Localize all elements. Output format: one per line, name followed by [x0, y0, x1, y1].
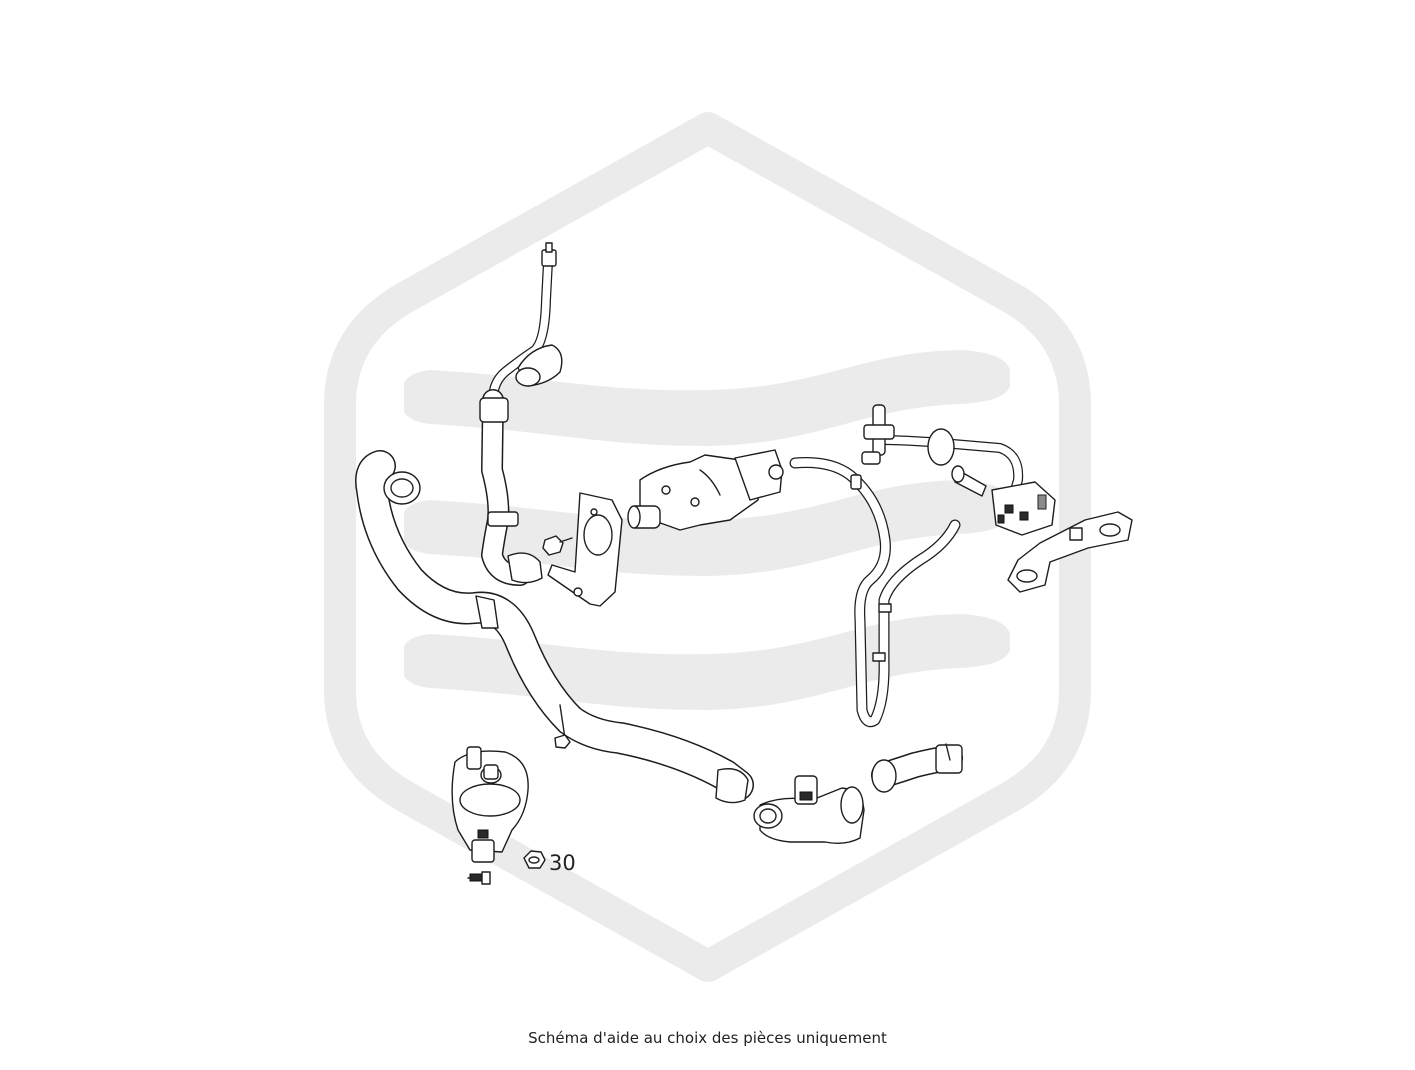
watermark-wave-top	[404, 350, 1010, 446]
thermostat-housing	[627, 449, 784, 531]
t-fitting-assembly	[753, 775, 865, 845]
reference-label-30: 30	[549, 851, 576, 875]
valve-pipe-assembly	[861, 404, 1024, 497]
watermark-hexagon	[324, 112, 1091, 982]
short-coolant-hose	[871, 743, 963, 793]
mounting-bracket	[547, 492, 623, 607]
upper-coolant-hose	[479, 242, 563, 586]
mounting-bolt	[542, 535, 573, 556]
valve-block	[991, 481, 1056, 536]
thin-coolant-pipe	[789, 457, 961, 728]
nut-part-30	[523, 850, 546, 869]
valve-bracket	[1007, 511, 1133, 593]
main-radiator-hose	[355, 450, 754, 804]
watermark-logo	[324, 112, 1091, 982]
electric-water-pump	[451, 746, 529, 885]
diagram-caption: Schéma d'aide au choix des pièces unique…	[528, 1029, 887, 1047]
